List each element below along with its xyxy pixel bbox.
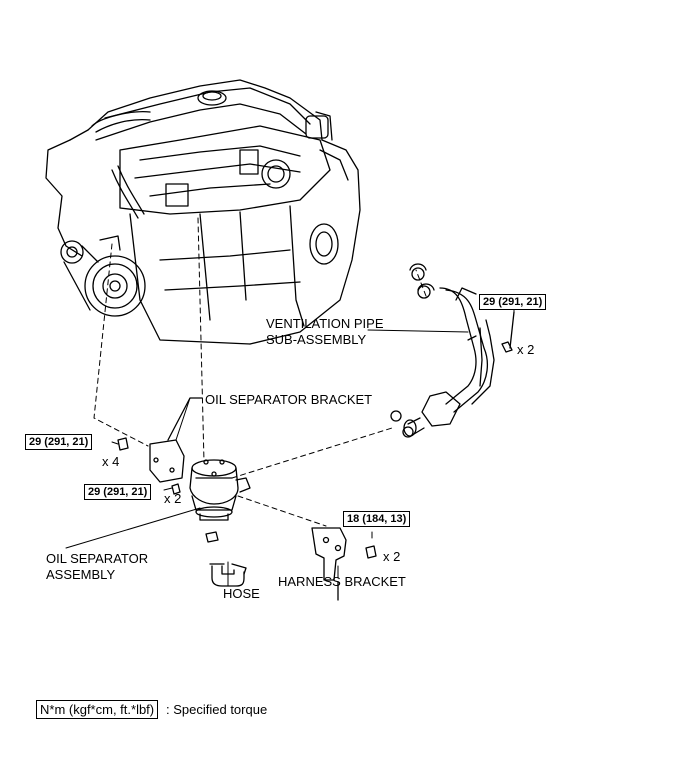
- torque-spec-bracket-bolt: 29 (291, 21): [25, 434, 93, 450]
- engine-illustration: [45, 79, 361, 345]
- ventilation-pipe-label-line2: SUB-ASSEMBLY: [266, 332, 367, 347]
- multiplier-ventilation-bolt: x 2: [517, 342, 535, 357]
- torque-spec-harness-bolt: 18 (184, 13): [343, 511, 411, 527]
- oil-separator-assembly-label-line1: OIL SEPARATOR: [46, 551, 149, 566]
- hose-label: HOSE: [223, 586, 260, 601]
- ventilation-pipe-illustration: [390, 263, 515, 438]
- oil-separator-illustration: [171, 459, 251, 543]
- leader-lines: [65, 303, 515, 587]
- hose-illustration: [209, 563, 247, 587]
- harness-bracket-illustration: [311, 527, 377, 601]
- legend-torque-unit: N*m (kgf*cm, ft.*lbf): [36, 700, 159, 719]
- oil-separator-bracket-label: OIL SEPARATOR BRACKET: [205, 392, 373, 407]
- multiplier-separator-bolt: x 2: [164, 491, 182, 506]
- multiplier-harness-bolt: x 2: [383, 549, 401, 564]
- oil-separator-bracket-illustration: [117, 397, 203, 483]
- ventilation-pipe-label-line1: VENTILATION PIPE: [266, 316, 384, 331]
- alignment-lines: [93, 217, 427, 527]
- torque-spec-ventilation-bolt: 29 (291, 21): [479, 294, 547, 310]
- multiplier-bracket-bolt: x 4: [102, 454, 120, 469]
- harness-bracket-label: HARNESS BRACKET: [278, 574, 406, 589]
- legend-description: : Specified torque: [166, 702, 268, 717]
- torque-spec-separator-bolt: 29 (291, 21): [84, 484, 152, 500]
- oil-separator-assembly-label-line2: ASSEMBLY: [46, 567, 116, 582]
